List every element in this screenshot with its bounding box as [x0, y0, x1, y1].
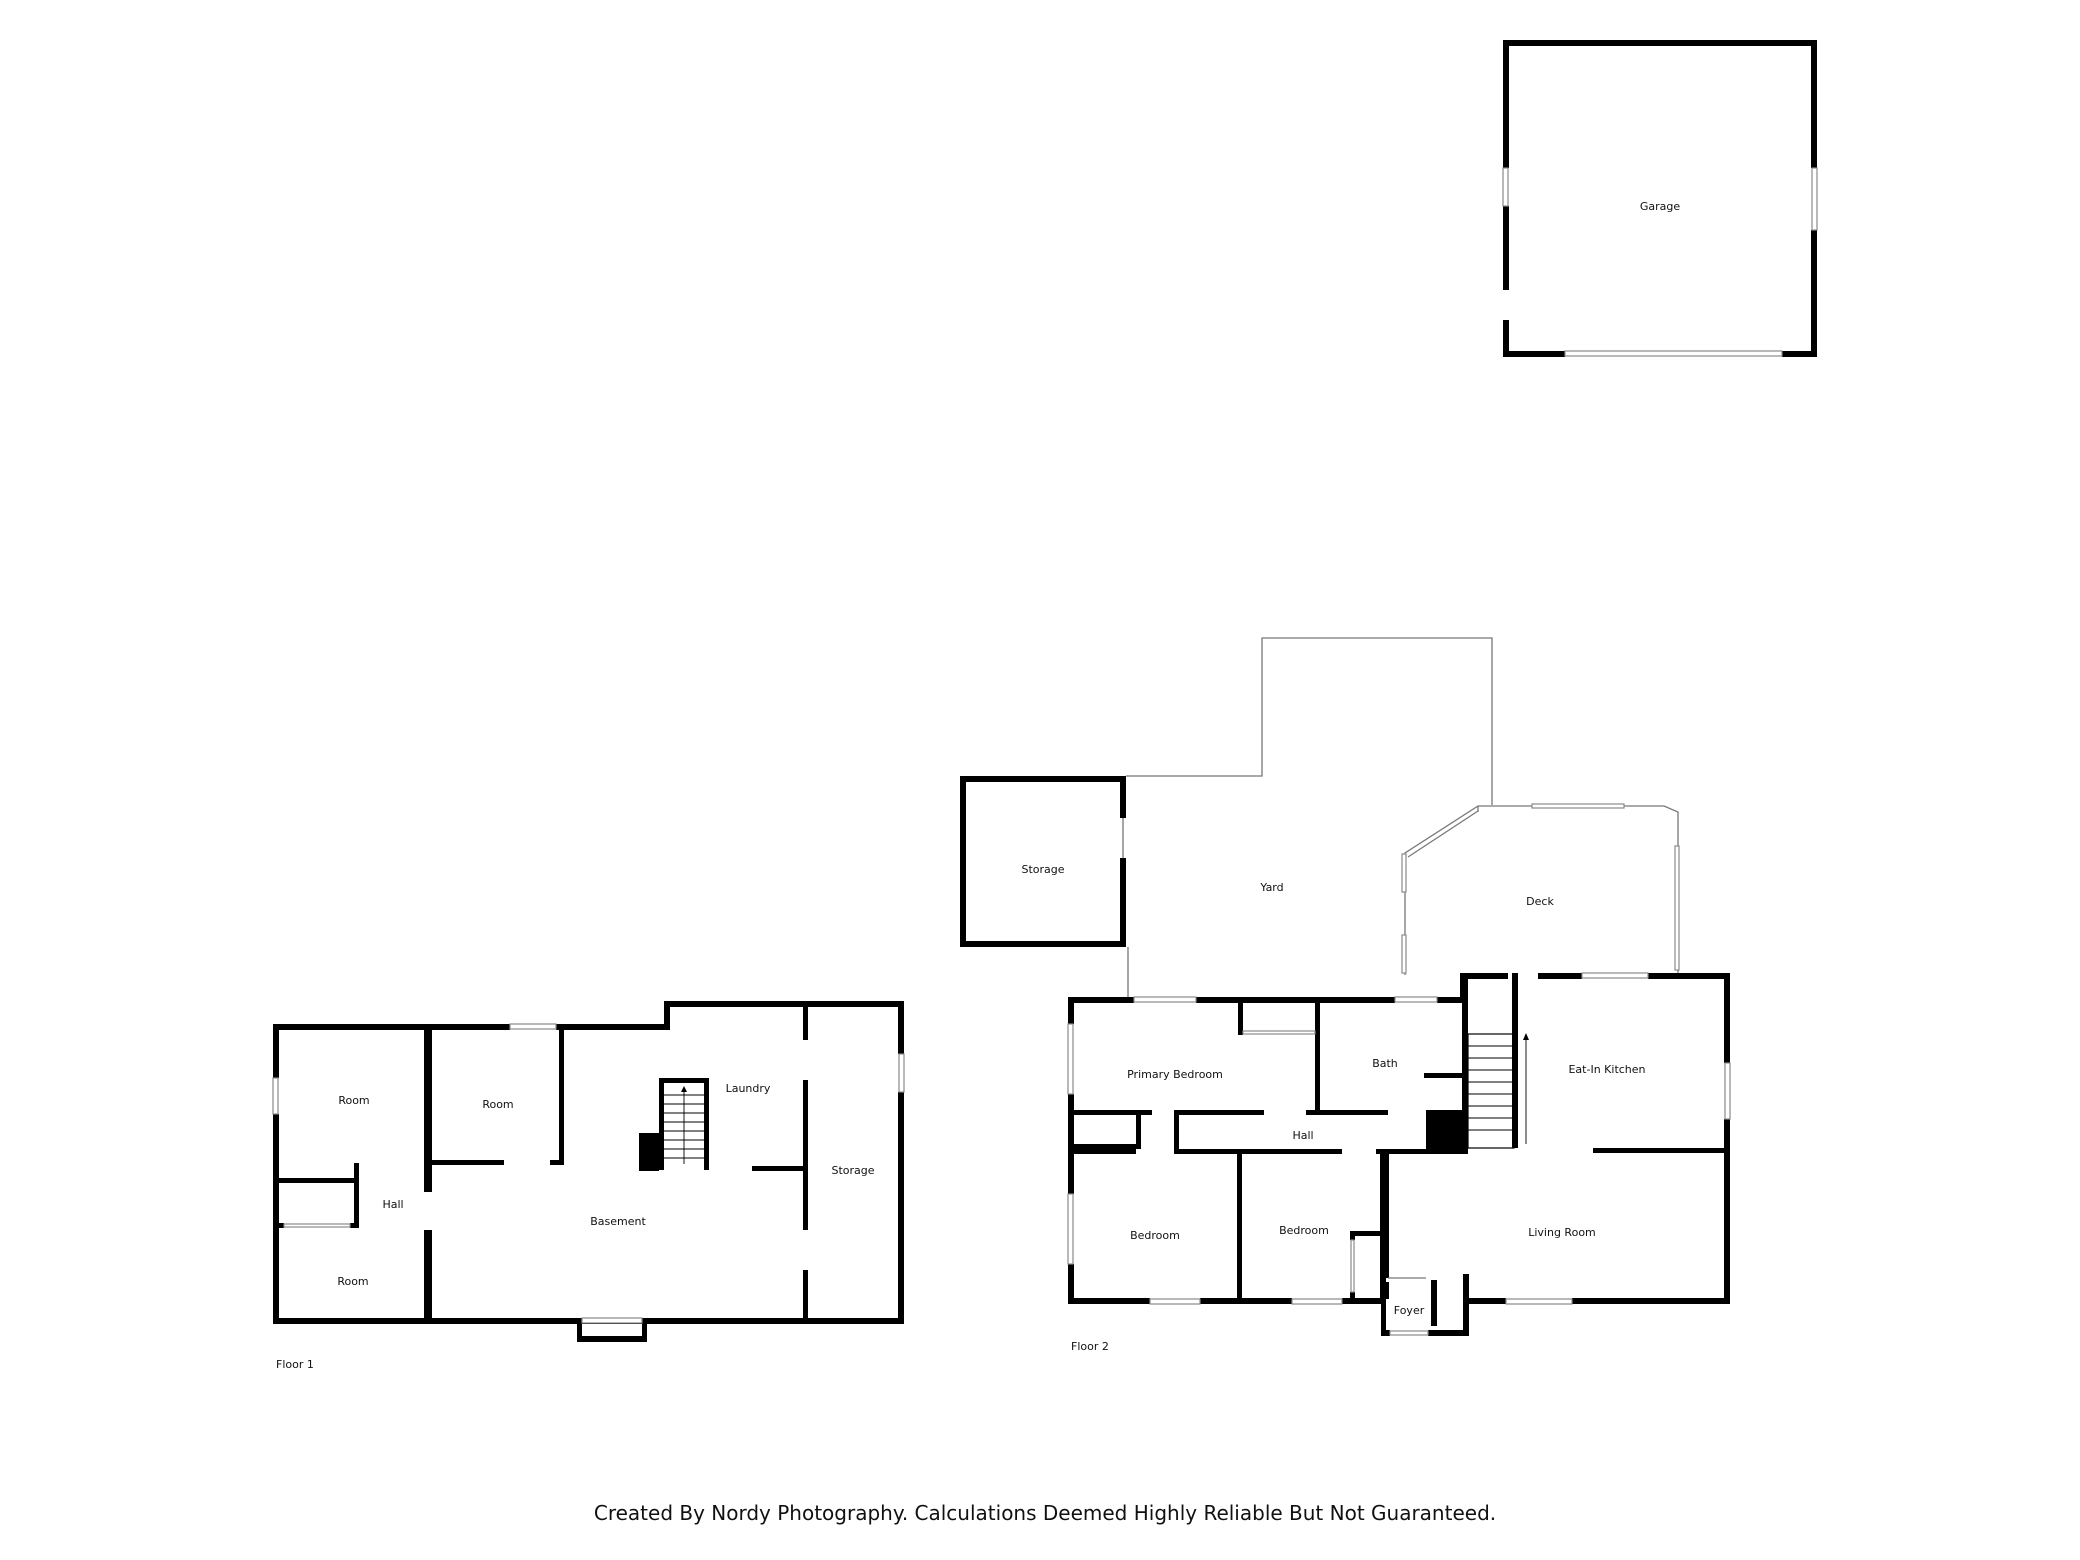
window	[509, 1023, 557, 1030]
deck-label: Deck	[1526, 895, 1554, 908]
window	[581, 1317, 643, 1324]
storage-shed-label: Storage	[1021, 863, 1064, 876]
credit-footer: Created By Nordy Photography. Calculatio…	[594, 1501, 1496, 1525]
floor-1-label: Floor 1	[276, 1358, 314, 1371]
stairs	[1467, 1033, 1529, 1149]
stairs	[664, 1086, 704, 1164]
floor-2-plan: Storage Yard Deck	[960, 637, 1731, 1353]
window	[1811, 167, 1818, 231]
laundry-label: Laundry	[726, 1082, 771, 1095]
closet-door	[283, 1223, 351, 1228]
living-room-label: Living Room	[1528, 1226, 1596, 1239]
bath-label: Bath	[1372, 1057, 1398, 1070]
primary-bedroom-label: Primary Bedroom	[1127, 1068, 1223, 1081]
window	[898, 1053, 905, 1093]
window	[1394, 996, 1438, 1003]
window	[1581, 972, 1649, 979]
yard-label: Yard	[1259, 881, 1283, 894]
window	[1133, 996, 1197, 1003]
yard-outline	[1126, 637, 1493, 805]
window	[1291, 1298, 1343, 1305]
garage-label: Garage	[1640, 200, 1681, 213]
window	[272, 1077, 279, 1115]
hall-label: Hall	[382, 1198, 403, 1211]
garage-plan: Garage	[1502, 40, 1818, 357]
window	[1502, 167, 1509, 207]
eat-in-kitchen-label: Eat-In Kitchen	[1568, 1063, 1645, 1076]
hall-label: Hall	[1292, 1129, 1313, 1142]
window	[1724, 1062, 1731, 1120]
storage-label: Storage	[831, 1164, 874, 1177]
room-bottom-left-label: Room	[337, 1275, 368, 1288]
window	[1505, 1298, 1573, 1305]
floor-2-label: Floor 2	[1071, 1340, 1109, 1353]
bedroom-left-label: Bedroom	[1130, 1229, 1180, 1242]
room-middle-label: Room	[482, 1098, 513, 1111]
garage-door	[1564, 350, 1783, 357]
window	[1067, 1023, 1074, 1095]
room-top-left-label: Room	[338, 1094, 369, 1107]
floor-1-plan: Room Room Hall Room Basement Laundry Sto…	[272, 1001, 905, 1371]
window	[1149, 1298, 1201, 1305]
basement-label: Basement	[590, 1215, 646, 1228]
foyer-label: Foyer	[1394, 1304, 1425, 1317]
bedroom-middle-label: Bedroom	[1279, 1224, 1329, 1237]
window	[1067, 1193, 1074, 1265]
